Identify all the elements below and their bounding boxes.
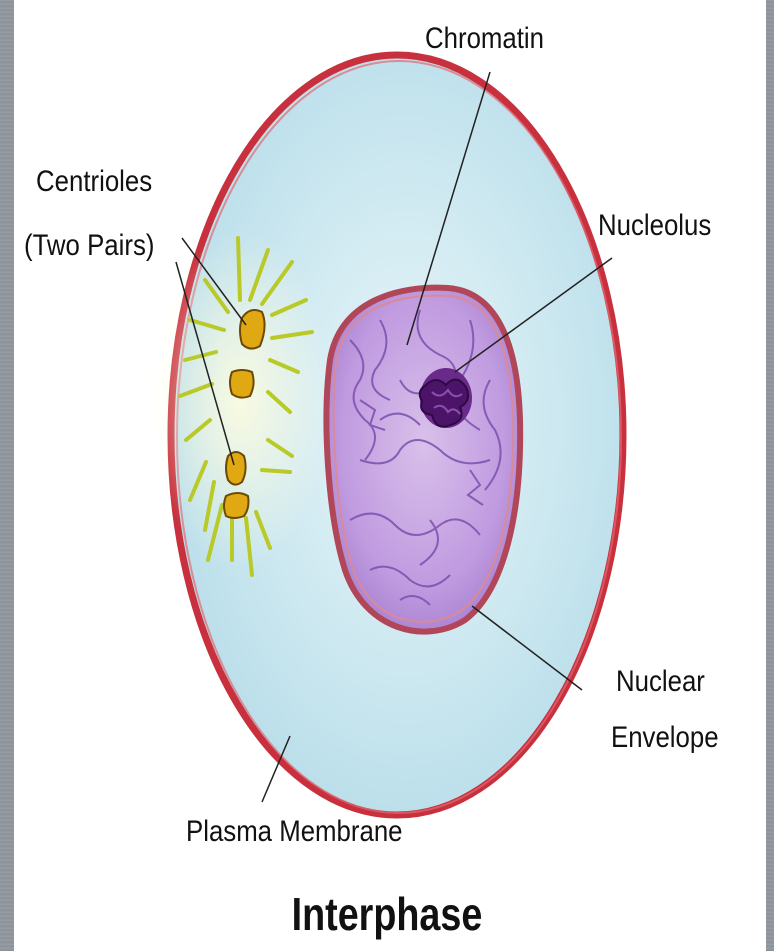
label-nucleolus: Nucleolus [598,209,711,243]
label-nuclear-line2: Envelope [611,721,719,755]
centriole-1 [240,310,265,349]
label-centrioles-line1: Centrioles [36,165,152,199]
label-chromatin: Chromatin [425,22,544,56]
nucleolus [420,368,472,428]
centriole-2 [230,370,254,398]
centriole-4 [224,493,249,518]
diagram-title: Interphase [70,888,705,940]
nucleus [326,288,520,632]
label-plasma-membrane: Plasma Membrane [186,815,403,849]
label-nuclear-line1: Nuclear [616,665,705,699]
label-centrioles-line2: (Two Pairs) [24,229,154,263]
centriole-3 [226,452,246,485]
